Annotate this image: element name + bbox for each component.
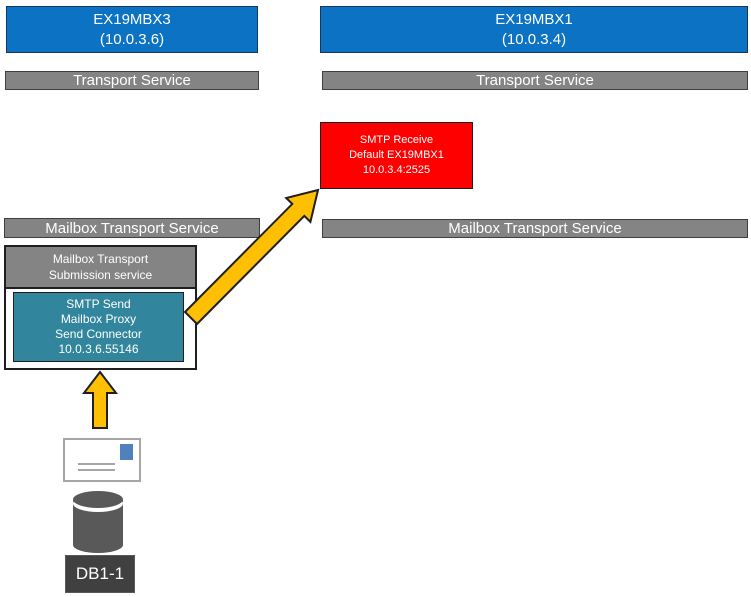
transport-service-label: Transport Service: [476, 72, 594, 89]
server-name: EX19MBX1: [495, 10, 573, 28]
transport-service-label: Transport Service: [73, 72, 191, 89]
smtp-receive-line: Default EX19MBX1: [349, 149, 444, 161]
address-line: [78, 463, 115, 465]
diagonal-arrow-icon: [183, 188, 320, 326]
send-connector-line: 10.0.3.6.55146: [58, 342, 139, 356]
server-ip: (10.0.3.6): [99, 30, 165, 48]
submission-service-line: Submission service: [48, 268, 153, 282]
mailbox-transport-service-bar-right: Mailbox Transport Service: [322, 219, 748, 238]
submission-service-header: Mailbox Transport Submission service: [6, 247, 195, 289]
server-ip: (10.0.3.4): [501, 30, 567, 48]
up-arrow-icon: [81, 370, 119, 429]
server-box-ex19mbx3: EX19MBX3 (10.0.3.6): [6, 6, 258, 53]
send-connector-line: SMTP Send: [66, 297, 131, 311]
mailbox-transport-service-label: Mailbox Transport Service: [448, 220, 622, 237]
transport-service-bar-right: Transport Service: [322, 71, 748, 90]
submission-service-container: Mailbox Transport Submission service SMT…: [4, 245, 197, 370]
database-label-box: DB1-1: [65, 555, 135, 593]
smtp-send-connector-box: SMTP Send Mailbox Proxy Send Connector 1…: [13, 292, 184, 362]
smtp-receive-line: SMTP Receive: [359, 134, 434, 146]
database-cylinder-icon: [73, 491, 123, 553]
mailbox-transport-service-bar-left: Mailbox Transport Service: [4, 218, 260, 238]
database-label: DB1-1: [75, 564, 125, 583]
transport-service-bar-left: Transport Service: [5, 71, 259, 90]
send-connector-line: Send Connector: [55, 327, 142, 341]
submission-service-line: Mailbox Transport: [52, 252, 149, 266]
server-name: EX19MBX3: [93, 10, 171, 28]
stamp-icon: [120, 444, 133, 460]
smtp-receive-line: 10.0.3.4:2525: [362, 164, 431, 176]
server-box-ex19mbx1: EX19MBX1 (10.0.3.4): [320, 6, 748, 53]
address-line: [78, 469, 115, 471]
send-connector-line: Mailbox Proxy: [60, 312, 137, 326]
mail-envelope-icon: [63, 438, 141, 482]
mailbox-transport-service-label: Mailbox Transport Service: [45, 219, 219, 237]
smtp-receive-box: SMTP Receive Default EX19MBX1 10.0.3.4:2…: [320, 122, 473, 189]
